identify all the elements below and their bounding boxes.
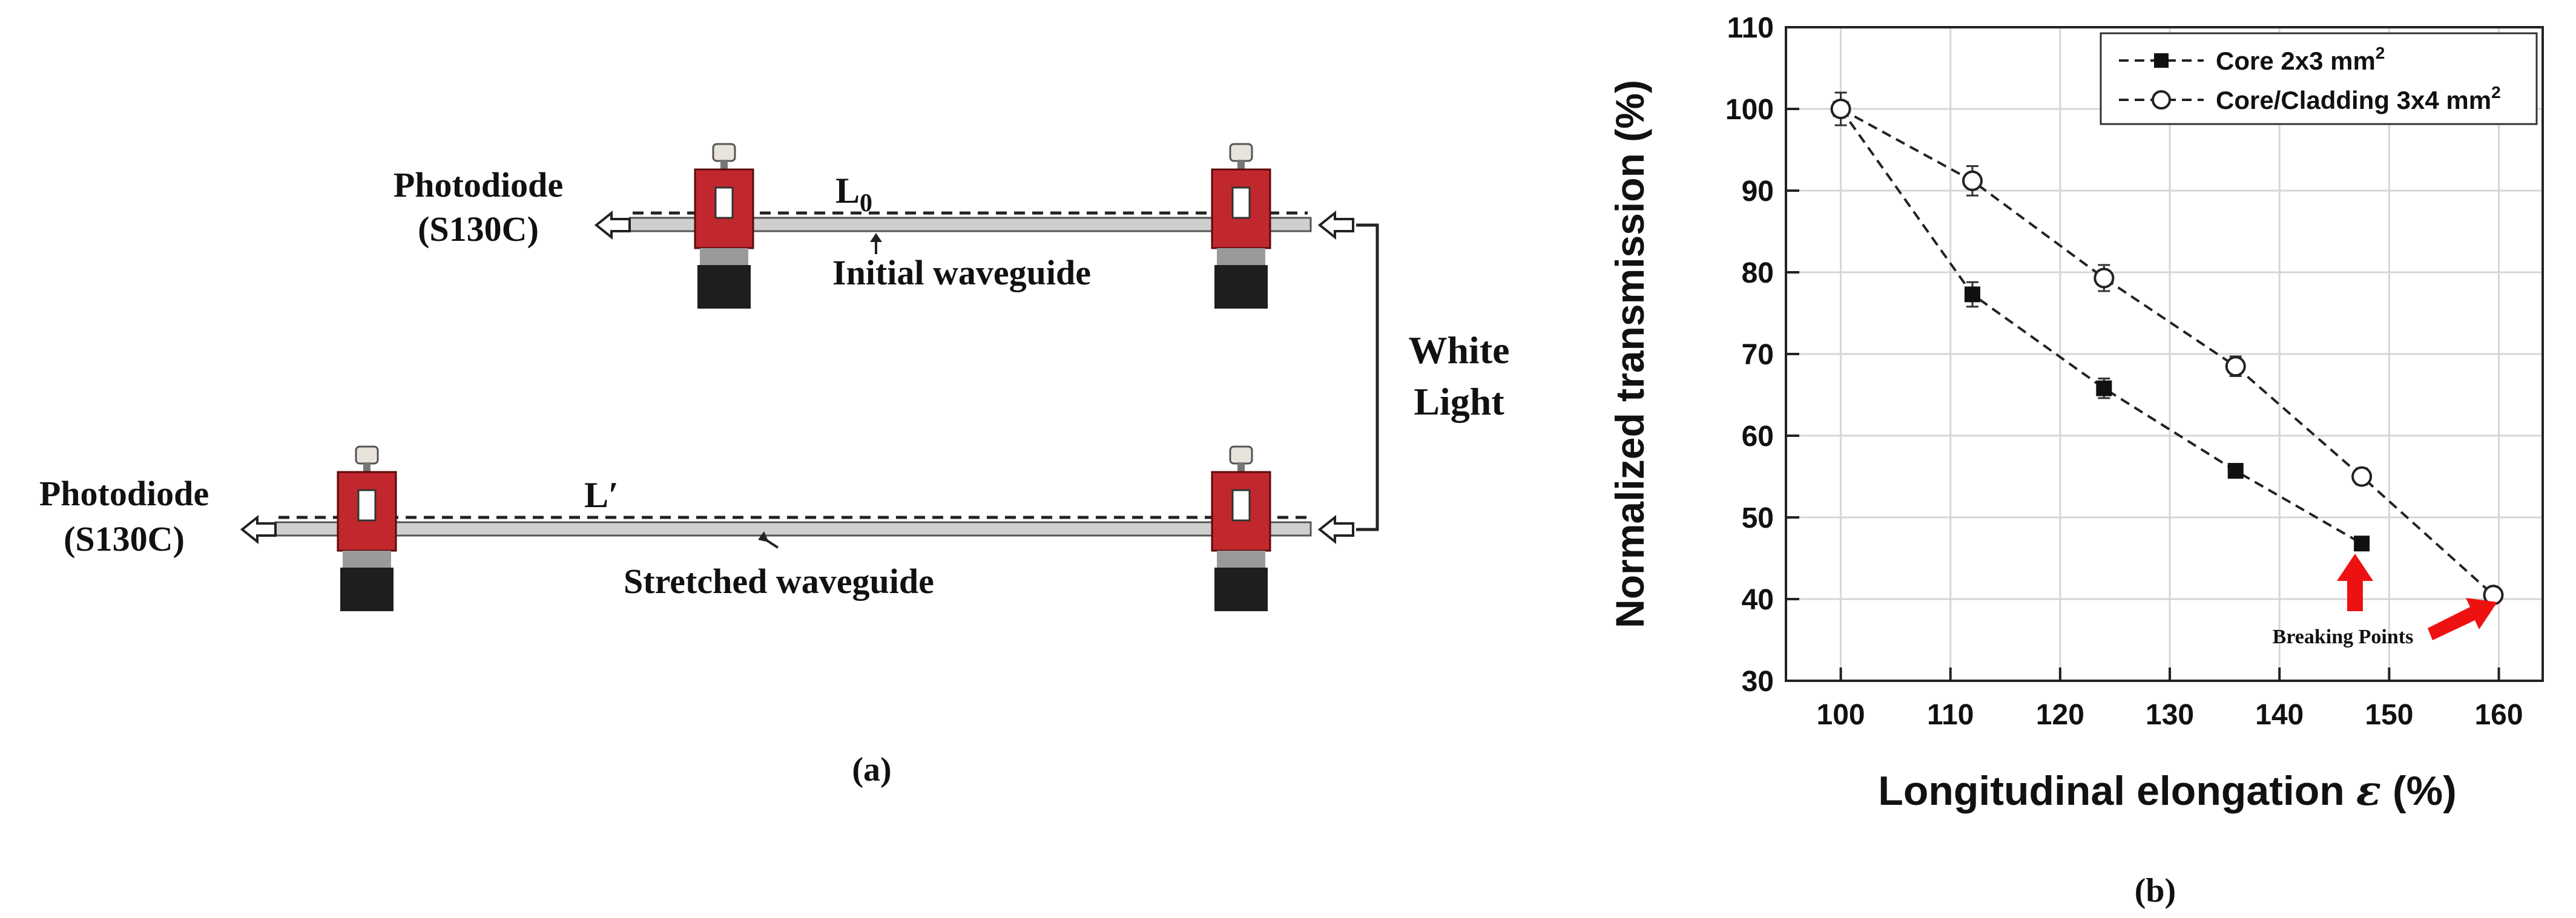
y-tick-label: 40 <box>1742 584 1774 616</box>
stretched-waveguide-label: Stretched waveguide <box>624 562 934 601</box>
y-tick-label: 80 <box>1742 257 1774 289</box>
white-light-label-2: Light <box>1414 380 1504 423</box>
legend-marker-core <box>2154 53 2169 68</box>
y-tick-label: 70 <box>1742 339 1774 371</box>
photodiode-top-label: Photodiode <box>394 165 563 205</box>
y-axis-label: Normalized transmission (%) <box>1607 80 1652 628</box>
data-point-circle <box>2093 267 2115 289</box>
data-point-square <box>2354 536 2370 552</box>
legend: Core 2x3 mm2 Core/Cladding 3x4 mm2 <box>2100 32 2538 125</box>
panel-a-diagram: Photodiode (S130C) L0 Initial waveguide <box>39 143 1510 788</box>
legend-marker-cladding <box>2152 90 2171 110</box>
initial-waveguide-label: Initial waveguide <box>832 253 1091 292</box>
data-point-square <box>1964 286 1980 303</box>
y-tick-label: 100 <box>1725 94 1774 126</box>
caption-a: (a) <box>852 751 891 788</box>
chart-grid <box>1786 26 2543 682</box>
y-tick-label: 60 <box>1742 421 1774 453</box>
panel-b-chart: 100 110 120 130 140 150 160 30 40 50 60 70 80 90 100 11… <box>1607 12 2544 910</box>
output-arrow-bottom <box>240 514 277 545</box>
photodiode-bottom-label: Photodiode <box>39 474 209 513</box>
y-tick-label: 110 <box>1727 12 1774 44</box>
breaking-points-annotation: Breaking Points <box>2273 554 2497 648</box>
length-stretched-label: L′ <box>584 475 619 515</box>
series-line <box>1839 108 2363 545</box>
y-tick-label: 90 <box>1742 175 1774 208</box>
x-tick-label: 110 <box>1927 699 1974 731</box>
series-line <box>1840 108 2494 596</box>
x-tick-label: 140 <box>2255 699 2304 731</box>
x-tick-label: 160 <box>2474 699 2523 731</box>
x-tick-label: 150 <box>2365 699 2413 731</box>
light-bracket <box>1356 223 1379 531</box>
clamp-top-right <box>1211 143 1271 309</box>
chart-series <box>1830 91 2504 606</box>
white-light-label-1: White <box>1408 329 1509 372</box>
legend-box <box>2100 32 2538 125</box>
clamp-bottom-left <box>337 445 397 611</box>
output-arrow-top <box>594 210 631 240</box>
data-point-circle <box>1962 170 1983 191</box>
data-point-circle <box>1830 99 1851 119</box>
x-axis-label: Longitudinal elongation ε (%) <box>1878 767 2456 815</box>
x-tick-label: 100 <box>1817 699 1865 731</box>
clamp-top-left <box>694 143 754 309</box>
legend-entry-cladding: Core/Cladding 3x4 mm2 <box>2216 83 2501 114</box>
data-point-square <box>2227 463 2244 479</box>
data-point-circle <box>2351 466 2373 487</box>
clamp-bottom-right <box>1211 445 1271 611</box>
breaking-arrow-core <box>2337 554 2373 611</box>
caption-b: (b) <box>2135 872 2176 910</box>
legend-entry-core: Core 2x3 mm2 <box>2216 44 2385 75</box>
length-initial-label: L0 <box>835 171 872 217</box>
data-point-square <box>2096 380 2112 396</box>
stretched-waveguide <box>274 521 1312 537</box>
x-tick-label: 130 <box>2146 699 2194 731</box>
photodiode-bottom-model: (S130C) <box>64 519 185 559</box>
series-core-cladding <box>1830 91 2504 606</box>
data-point-circle <box>2225 356 2246 377</box>
input-arrow-top <box>1317 210 1354 240</box>
breaking-points-label: Breaking Points <box>2273 626 2414 648</box>
series-core <box>1833 101 2370 552</box>
y-tick-label: 30 <box>1742 666 1774 698</box>
x-tick-label: 120 <box>2036 699 2084 731</box>
breaking-arrow-cladding <box>2428 598 2497 640</box>
y-tick-label: 50 <box>1742 502 1774 534</box>
photodiode-top-model: (S130C) <box>418 209 539 249</box>
input-arrow-bottom <box>1317 514 1354 545</box>
axis-ticks: 100 110 120 130 140 150 160 30 40 50 60 70 80 90 100 11… <box>1725 12 2523 731</box>
